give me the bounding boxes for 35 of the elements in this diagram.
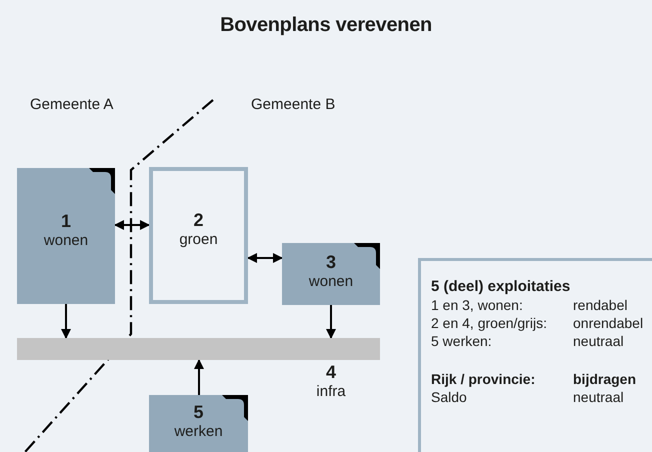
box-label: werken <box>174 422 223 441</box>
box-number: 1 <box>60 212 71 232</box>
filled-box <box>282 243 380 305</box>
panel-heading: 5 (deel) exploitaties <box>431 277 572 296</box>
box-label: wonen <box>44 232 88 250</box>
table-cell-text: neutraal <box>573 332 625 350</box>
municipality-label: Gemeente A <box>30 96 114 113</box>
box-number: 2 <box>193 211 204 231</box>
box-number: 3 <box>326 253 336 273</box>
table-cell-text: neutraal <box>573 388 625 406</box>
table-cell-text: Saldo <box>431 388 468 406</box>
info-panel <box>418 258 652 452</box>
table-cell-text: onrendabel <box>573 314 644 332</box>
infrastructure-bar <box>17 338 380 360</box>
box-number: 5 <box>193 403 204 423</box>
outlined-box <box>149 167 248 304</box>
arrow <box>61 304 71 339</box>
box-label: groen <box>179 230 218 249</box>
table-cell-text: 5 werken: <box>431 332 493 350</box>
bar-label: infra <box>316 382 346 401</box>
title: Bovenplans verevenen <box>220 14 432 37</box>
municipality-label: Gemeente B <box>251 96 336 113</box>
arrow <box>247 253 283 263</box>
table-cell-text: bijdragen <box>573 370 638 388</box>
box-label: wonen <box>308 272 354 291</box>
arrow <box>326 305 336 339</box>
arrow <box>114 220 150 230</box>
filled-box <box>149 395 248 452</box>
arrow <box>194 359 204 395</box>
table-cell-text: rendabel <box>573 296 628 314</box>
table-cell-text: 1 en 3, wonen: <box>431 296 524 314</box>
filled-box <box>17 168 115 304</box>
bar-number: 4 <box>326 363 336 383</box>
table-cell-text: Rijk / provincie: <box>431 370 536 388</box>
table-cell-text: 2 en 4, groen/grijs: <box>431 314 548 332</box>
